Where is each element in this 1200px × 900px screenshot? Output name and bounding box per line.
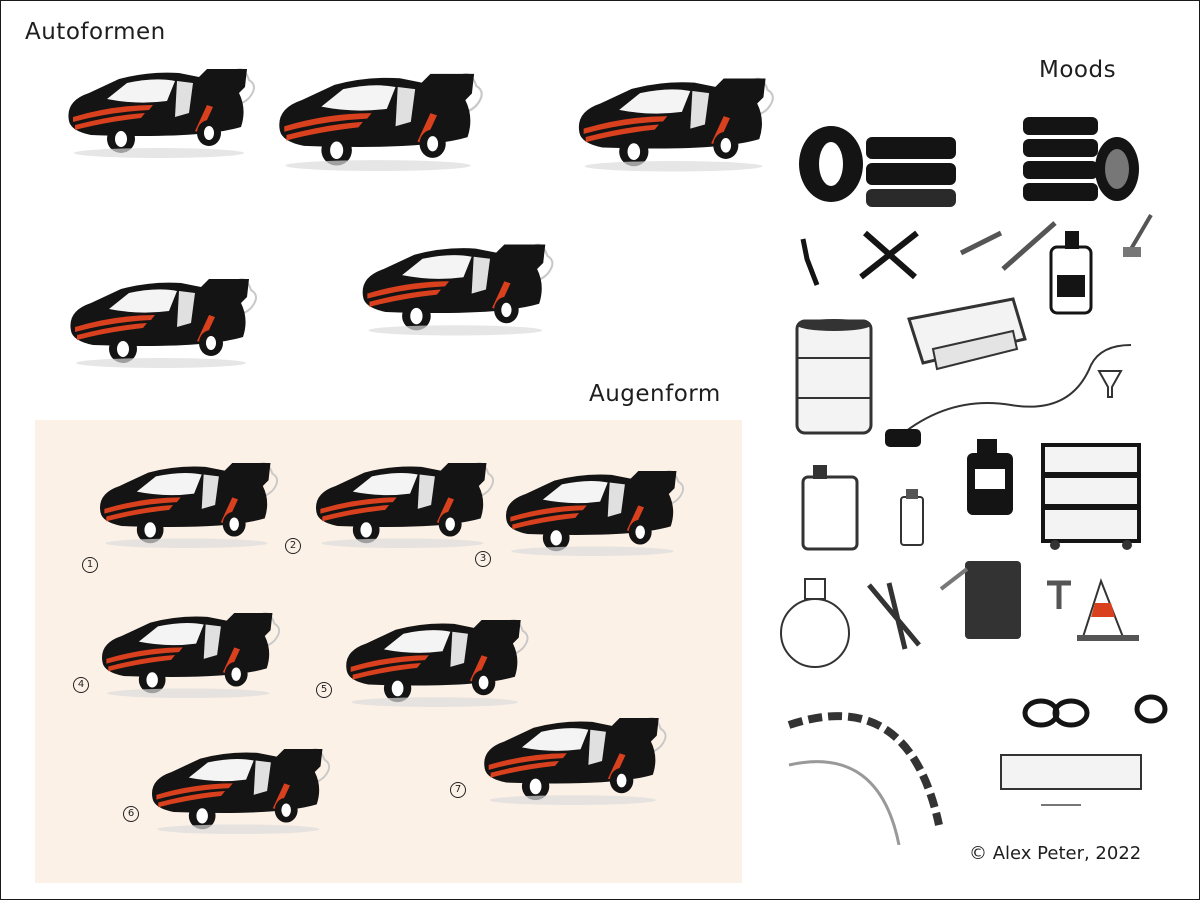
oil-barrel-icon — [795, 319, 873, 435]
variant-number-3: 3 — [475, 551, 491, 567]
motor-oil-jug-icon — [801, 465, 859, 551]
jerry-can-icon — [939, 561, 1021, 639]
traffic-cone-icon — [1077, 578, 1139, 641]
car-shape-2 — [278, 72, 483, 173]
pliers-icon — [867, 582, 921, 650]
car-shape-3 — [577, 77, 774, 173]
eye-variant-car-3 — [505, 470, 685, 557]
tires-icon — [799, 126, 956, 207]
oil-bottle-3000-icon — [967, 439, 1013, 515]
race-track-icon — [787, 712, 943, 845]
air-hose-icon — [885, 344, 1132, 447]
tire-iron-icon — [1047, 580, 1071, 609]
screwdriver-icon — [800, 238, 820, 286]
funnel-icon — [1097, 370, 1123, 398]
section-title-augenform: Augenform — [589, 381, 721, 407]
brush-icon — [1123, 213, 1153, 257]
section-title-autoformen: Autoformen — [25, 19, 166, 45]
variant-number-1: 1 — [82, 557, 98, 573]
eye-variant-car-4 — [101, 612, 281, 699]
variant-number-5: 5 — [316, 682, 332, 698]
variant-number-4: 4 — [73, 677, 89, 693]
gas-tank-icon — [780, 578, 850, 668]
car-shape-5 — [361, 243, 554, 337]
tire-stack-icon — [1023, 117, 1139, 201]
variant-number-6: 6 — [123, 806, 139, 822]
wrench-icon — [959, 221, 1057, 271]
eye-variant-car-6 — [151, 748, 331, 835]
eye-variant-car-7 — [483, 717, 667, 806]
variant-number-2: 2 — [285, 538, 301, 554]
tire-barrier-icon — [1000, 694, 1168, 806]
tool-cart-icon — [1041, 443, 1141, 550]
oil-bottle-icon — [1049, 231, 1093, 315]
car-shape-1 — [67, 68, 255, 159]
copyright-text: © Alex Peter, 2022 — [969, 843, 1142, 864]
spray-can-icon — [900, 489, 924, 546]
variant-number-7: 7 — [450, 782, 466, 798]
toolbox-icon — [907, 297, 1027, 371]
section-title-moods: Moods — [1039, 57, 1117, 83]
car-shape-4 — [69, 278, 257, 369]
eye-variant-car-1 — [99, 462, 279, 549]
cross-wrench-icon — [859, 230, 919, 280]
